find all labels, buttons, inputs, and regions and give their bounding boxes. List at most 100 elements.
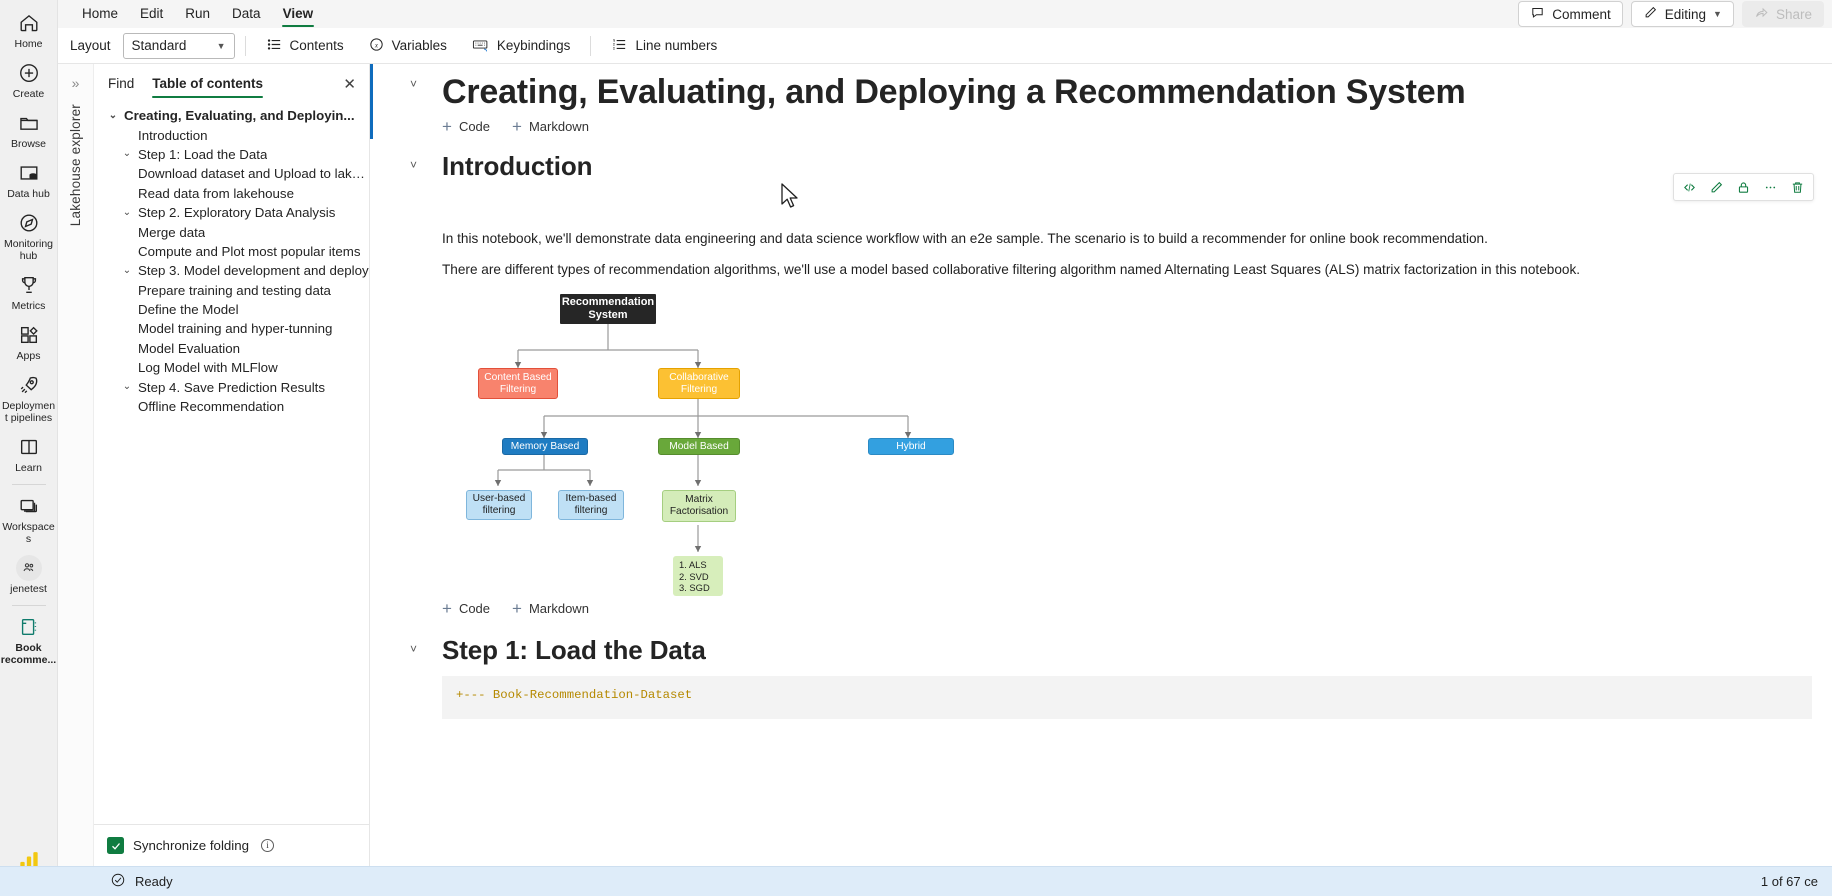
chevron-down-icon[interactable]: ⌄ (122, 264, 132, 276)
add-code-label: Code (458, 601, 491, 617)
diagram-node-hybrid: Hybrid (868, 438, 954, 456)
keyboard-icon (471, 36, 490, 56)
tab-table-of-contents[interactable]: Table of contents (152, 76, 263, 98)
toc-item[interactable]: ⌄Log Model with MLFlow (94, 358, 369, 377)
toc-item[interactable]: ⌄Creating, Evaluating, and Deployin... (94, 106, 369, 125)
rail-item-home[interactable]: Home (0, 4, 57, 54)
toc-item[interactable]: ⌄Read data from lakehouse (94, 184, 369, 203)
active-cell-indicator (370, 629, 373, 718)
info-icon[interactable]: i (261, 839, 275, 852)
more-options-icon[interactable] (1757, 174, 1784, 200)
chevron-down-icon[interactable]: ⌄ (122, 206, 132, 218)
rail-label: Apps (16, 350, 41, 362)
notebook-cell-step1[interactable]: ˅ Step 1: Load the Data +--- Book-Recomm… (370, 629, 1832, 719)
toc-item-list: ⌄Creating, Evaluating, and Deployin...⌄I… (94, 98, 369, 824)
rail-item-monitoring-hub[interactable]: Monitoring hub (0, 204, 57, 266)
intro-paragraph-1: In this notebook, we'll demonstrate data… (442, 231, 1488, 247)
rail-item-data-hub[interactable]: Data hub (0, 154, 57, 204)
toc-item[interactable]: ⌄Step 1: Load the Data (94, 145, 369, 164)
toc-item[interactable]: ⌄Prepare training and testing data (94, 281, 369, 300)
collapse-chevron-icon[interactable]: ˅ (410, 642, 418, 657)
rail-item-jenetest[interactable]: jenetest (0, 549, 57, 599)
rail-item-book-recommendation[interactable]: Book recomme... (0, 608, 57, 670)
menu-tab-home[interactable]: Home (82, 6, 119, 21)
code-cell-preview[interactable]: +--- Book-Recommendation-Dataset (442, 676, 1812, 719)
add-code-cell-button[interactable]: + Code (442, 118, 490, 135)
rail-label: jenetest (10, 583, 47, 595)
menu-tab-view[interactable]: View (273, 2, 324, 27)
close-icon[interactable]: ✕ (343, 76, 356, 93)
status-text: Ready (135, 874, 173, 889)
notebook-cell-title[interactable]: ˅ Creating, Evaluating, and Deploying a … (370, 64, 1832, 140)
cell-counter: 1 of 67 ce (1760, 874, 1818, 889)
workspaces-stack-icon (16, 493, 42, 519)
rail-label: Metrics (11, 300, 46, 312)
rail-item-workspaces[interactable]: Workspaces (0, 487, 57, 549)
toc-item[interactable]: ⌄Merge data (94, 222, 369, 241)
menu-tabs: Home Edit Run Data View (72, 2, 324, 27)
share-button[interactable]: Share (1741, 1, 1824, 27)
rail-item-metrics[interactable]: Metrics (0, 266, 57, 316)
line-numbers-button[interactable]: Line numbers (601, 32, 727, 60)
main-column: Home Edit Run Data View Comment (58, 0, 1832, 866)
synchronize-folding-checkbox[interactable] (107, 837, 124, 854)
lakehouse-explorer-strip[interactable]: » Lakehouse explorer (58, 64, 94, 866)
status-right-group: 1 of 67 ce (1761, 874, 1818, 889)
variables-button[interactable]: x Variables (358, 32, 457, 60)
toc-item[interactable]: ⌄Define the Model (94, 300, 369, 319)
rail-label: Learn (15, 462, 42, 474)
cell-action-toolbar[interactable] (1673, 173, 1814, 202)
edit-pencil-icon[interactable] (1703, 174, 1730, 200)
command-divider (244, 35, 246, 56)
add-markdown-cell-button[interactable]: + Markdown (512, 600, 589, 617)
editing-mode-button[interactable]: Editing ▼ (1630, 1, 1734, 27)
contents-button[interactable]: Contents (256, 32, 354, 60)
menu-bar-actions: Comment Editing ▼ (1518, 1, 1824, 27)
diagram-node-content-based-filtering: Content Based Filtering (478, 368, 558, 400)
code-view-icon[interactable] (1676, 174, 1703, 200)
notebook-canvas[interactable]: ˅ Creating, Evaluating, and Deploying a … (370, 64, 1832, 866)
rail-label: Monitoring hub (3, 238, 54, 262)
toc-item[interactable]: ⌄Download dataset and Upload to lakeh... (94, 164, 369, 183)
toc-item[interactable]: ⌄Compute and Plot most popular items (94, 242, 369, 261)
chevron-down-icon[interactable]: ⌄ (108, 109, 118, 121)
collapse-chevron-icon[interactable]: ˅ (410, 158, 418, 173)
add-markdown-cell-button[interactable]: + Markdown (512, 118, 589, 135)
toc-item[interactable]: ⌄Offline Recommendation (94, 397, 369, 416)
lakehouse-explorer-label: Lakehouse explorer (68, 104, 83, 227)
chevron-double-right-icon[interactable]: » (71, 75, 80, 91)
introduction-heading: Introduction (442, 151, 593, 182)
notebook-cell-introduction[interactable]: ˅ Introduction (370, 145, 1832, 621)
rail-item-apps[interactable]: Apps (0, 316, 57, 366)
tab-find[interactable]: Find (108, 76, 135, 91)
toc-item[interactable]: ⌄Model training and hyper-tunning (94, 319, 369, 338)
comment-button[interactable]: Comment (1518, 1, 1623, 27)
rail-item-deployment-pipelines[interactable]: Deployment pipelines (0, 366, 57, 428)
power-bi-icon[interactable] (0, 850, 57, 866)
plus-icon: + (512, 599, 522, 619)
collapse-chevron-icon[interactable]: ˅ (410, 77, 418, 91)
diagram-node-root: Recommendation System (560, 294, 656, 325)
chevron-down-icon[interactable]: ⌄ (122, 148, 132, 160)
rail-item-learn[interactable]: Learn (0, 428, 57, 478)
layout-label: Layout (70, 38, 111, 53)
toc-item[interactable]: ⌄Step 3. Model development and deploy (94, 261, 369, 280)
variables-icon: x (368, 36, 385, 56)
rail-item-browse[interactable]: Browse (0, 104, 57, 154)
menu-tab-run[interactable]: Run (185, 6, 211, 21)
add-code-cell-button[interactable]: + Code (442, 600, 490, 617)
view-command-bar: Layout Standard ▼ Contents (58, 28, 1832, 64)
layout-select[interactable]: Standard ▼ (122, 32, 235, 59)
menu-tab-data[interactable]: Data (232, 6, 261, 21)
chevron-down-icon[interactable]: ⌄ (122, 381, 132, 393)
toc-item[interactable]: ⌄Introduction (94, 125, 369, 144)
keybindings-button[interactable]: Keybindings (461, 32, 581, 60)
toc-item[interactable]: ⌄Step 2. Exploratory Data Analysis (94, 203, 369, 222)
toc-item[interactable]: ⌄Step 4. Save Prediction Results (94, 377, 369, 396)
lock-icon[interactable] (1730, 174, 1757, 200)
toc-item[interactable]: ⌄Model Evaluation (94, 339, 369, 358)
chevron-down-icon: ▼ (216, 40, 226, 51)
rail-item-create[interactable]: Create (0, 54, 57, 104)
menu-tab-edit[interactable]: Edit (140, 6, 164, 21)
delete-trash-icon[interactable] (1784, 174, 1811, 200)
